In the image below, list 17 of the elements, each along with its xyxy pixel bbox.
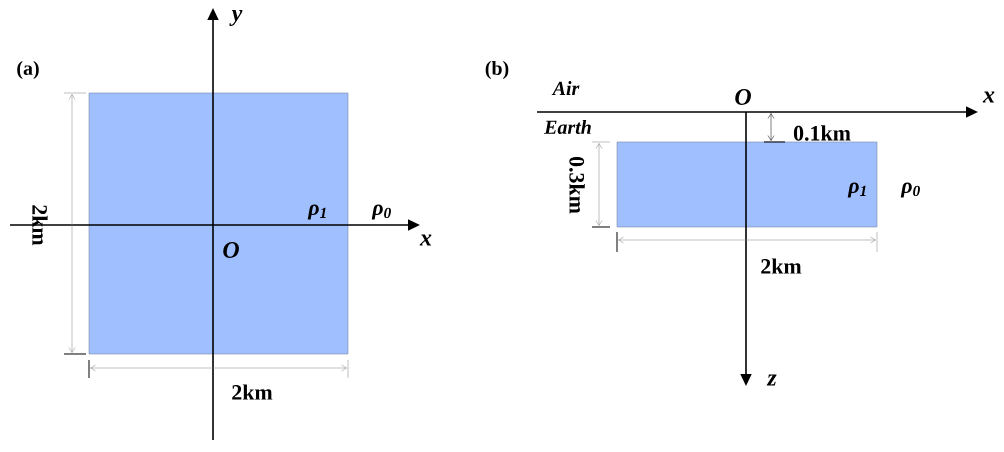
axis-label: x <box>419 234 432 246</box>
panel-label: (b) <box>485 60 509 79</box>
dimension-label: 0.3km <box>569 156 585 214</box>
axis-label: x <box>982 91 995 103</box>
dimension-label: 2km <box>232 384 273 400</box>
axis-label: y <box>229 9 243 27</box>
origin-label: O <box>735 88 751 106</box>
dimension-label: 2km <box>761 258 802 274</box>
panel-label: (a) <box>17 60 39 79</box>
region-label: Earth <box>544 120 591 134</box>
dimension-label: 2km <box>32 205 48 246</box>
resistivity-label: ρ$_{0}$ <box>371 204 391 220</box>
anomaly-block: ρ$_{1}$ <box>616 141 878 228</box>
origin-label: O <box>223 241 239 259</box>
region-label: Air <box>551 81 580 95</box>
resistivity-label: ρ$_{0}$ <box>900 182 920 198</box>
axis-label: z <box>766 374 777 386</box>
